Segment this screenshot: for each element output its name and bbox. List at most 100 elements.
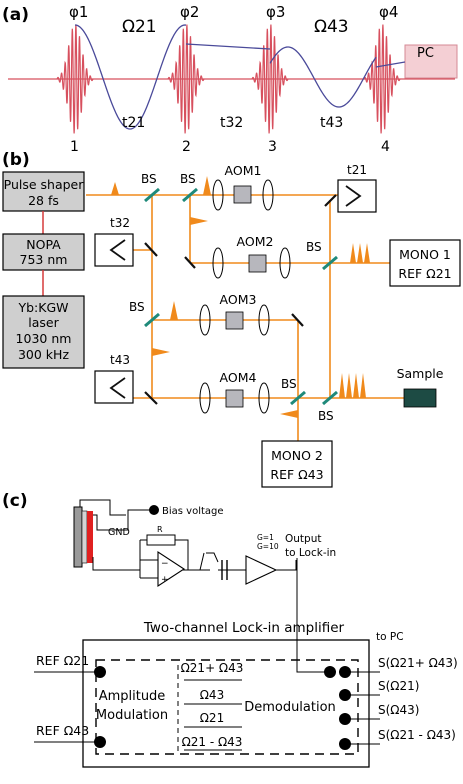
- laser-wavelength: 1030 nm: [16, 331, 72, 346]
- aom4-label: AOM4: [220, 370, 257, 385]
- pc-label: PC: [417, 46, 434, 61]
- freq-43-label: Ω43: [200, 688, 224, 702]
- mono2-label: MONO 2: [271, 448, 323, 463]
- delay-stage-t32: [94, 233, 134, 267]
- phase-hold-line-2: [375, 61, 406, 68]
- signal-input-terminal: [324, 666, 336, 678]
- pulse-shaper-duration: 28 fs: [28, 193, 59, 208]
- nopa-label: NOPA: [26, 237, 61, 252]
- freq-sum-label: Ω21+ Ω43: [181, 661, 244, 675]
- bs-label-2: BS: [180, 172, 196, 186]
- gnd-label: GND: [108, 527, 130, 538]
- mirrors: [144, 194, 337, 405]
- sample-label: Sample: [397, 366, 444, 381]
- delay-label-b-t32: t32: [110, 216, 130, 230]
- mono2-box: [261, 440, 333, 488]
- resistor-label: R: [157, 525, 163, 534]
- amp-mod-label-line1: Amplitude: [99, 689, 166, 704]
- delay-label-t32: t32: [220, 115, 243, 131]
- phase-label-2: φ2: [180, 3, 199, 21]
- bs-label-3: BS: [306, 240, 322, 254]
- panel-c-label: (c): [2, 491, 28, 511]
- laser-box: [2, 295, 85, 369]
- output-21-label: S(Ω21): [378, 679, 419, 693]
- omega-43-label: Ω43: [314, 17, 349, 37]
- panel-b-label: (b): [2, 150, 30, 170]
- delay-stage-t43: [94, 370, 134, 404]
- nopa-wavelength: 753 nm: [20, 252, 68, 267]
- ref21-terminal: [94, 666, 106, 678]
- to-pc-label: to PC: [376, 631, 404, 643]
- photodiode-body: [73, 506, 83, 568]
- pulse-number-2: 2: [182, 139, 191, 155]
- feedback-resistor: [146, 534, 176, 546]
- aom2-assembly: AOM2: [212, 234, 291, 279]
- laser-label-line2: laser: [28, 315, 59, 330]
- lockin-outputs: [339, 666, 380, 750]
- gain-10-label: G=10: [257, 542, 279, 551]
- laser-rep-rate: 300 kHz: [18, 347, 69, 362]
- nopa-box: [2, 233, 85, 271]
- aom3-assembly: AOM3: [199, 292, 270, 336]
- phase-label-1: φ1: [69, 3, 88, 21]
- aom4-assembly: AOM4: [199, 370, 270, 414]
- bs-label-5: BS: [281, 377, 297, 391]
- output-diff-label: S(Ω21 - Ω43): [378, 728, 456, 742]
- gain-1-label: G=1: [257, 533, 274, 542]
- bs-label-6: BS: [318, 409, 334, 423]
- pulse-number-1: 1: [70, 139, 79, 155]
- aom2-label: AOM2: [237, 234, 274, 249]
- aom1-assembly: AOM1: [212, 163, 274, 211]
- delay-label-t21: t21: [122, 115, 145, 131]
- ref21-label: REF Ω21: [36, 653, 89, 668]
- pulse-2: [167, 24, 205, 134]
- ref43-terminal: [94, 736, 106, 748]
- output-sum-label: S(Ω21+ Ω43): [378, 656, 458, 670]
- lockin-inner-dashed: [95, 659, 359, 755]
- op-amp-icon: [157, 550, 186, 588]
- delay-stage-t21: [337, 179, 377, 213]
- laser-label-line1: Yb:KGW: [17, 300, 68, 315]
- bias-label: Bias voltage: [162, 506, 224, 517]
- mono1-ref: REF Ω21: [398, 266, 451, 281]
- panel-a: (a) PC φ1 φ2 φ3 φ4 Ω21 Ω43 1 2: [2, 3, 458, 155]
- mono1-label: MONO 1: [399, 247, 451, 262]
- freq-diff-label: Ω21 - Ω43: [182, 735, 243, 749]
- phase-hold-line-1: [185, 43, 271, 50]
- delay-label-b-t43: t43: [110, 353, 130, 367]
- photodiode-window: [81, 510, 88, 564]
- omega-21-wave: [74, 24, 187, 130]
- phase-label-3: φ3: [266, 3, 285, 21]
- phase-label-4: φ4: [379, 3, 398, 21]
- mono1-box: [389, 239, 461, 287]
- delay-label-t43: t43: [320, 115, 343, 131]
- bs-label-1: BS: [141, 172, 157, 186]
- lockin-box: [82, 639, 370, 768]
- aom3-label: AOM3: [220, 292, 257, 307]
- pulse-number-3: 3: [268, 139, 277, 155]
- beam-splitters: [144, 187, 338, 406]
- delay-label-b-t21: t21: [347, 163, 367, 177]
- ref43-label: REF Ω43: [36, 723, 89, 738]
- bs-label-4: BS: [129, 300, 145, 314]
- panel-c: (c) Bias voltage GND: [2, 491, 458, 768]
- freq-21-label: Ω21: [200, 711, 224, 725]
- mono2-ref: REF Ω43: [270, 467, 323, 482]
- pulse-3: [251, 24, 289, 134]
- lockin-title: Two-channel Lock-in amplifier: [143, 620, 345, 636]
- pc-box: [404, 44, 458, 79]
- pulse-number-4: 4: [381, 139, 390, 155]
- photodiode-junction: [87, 511, 93, 563]
- op-amp-plus: +: [161, 575, 169, 585]
- retroreflector-t21-icon: [345, 185, 362, 207]
- sample-block: [403, 388, 437, 408]
- pulse-1: [56, 24, 94, 134]
- retroreflector-t32-icon: [109, 239, 126, 261]
- pulse-4: [363, 24, 401, 134]
- output-43-label: S(Ω43): [378, 703, 419, 717]
- omega-43-wave: [269, 46, 377, 108]
- omega-21-label: Ω21: [122, 17, 157, 37]
- demodulation-label: Demodulation: [244, 700, 336, 715]
- panel-a-label: (a): [2, 5, 29, 25]
